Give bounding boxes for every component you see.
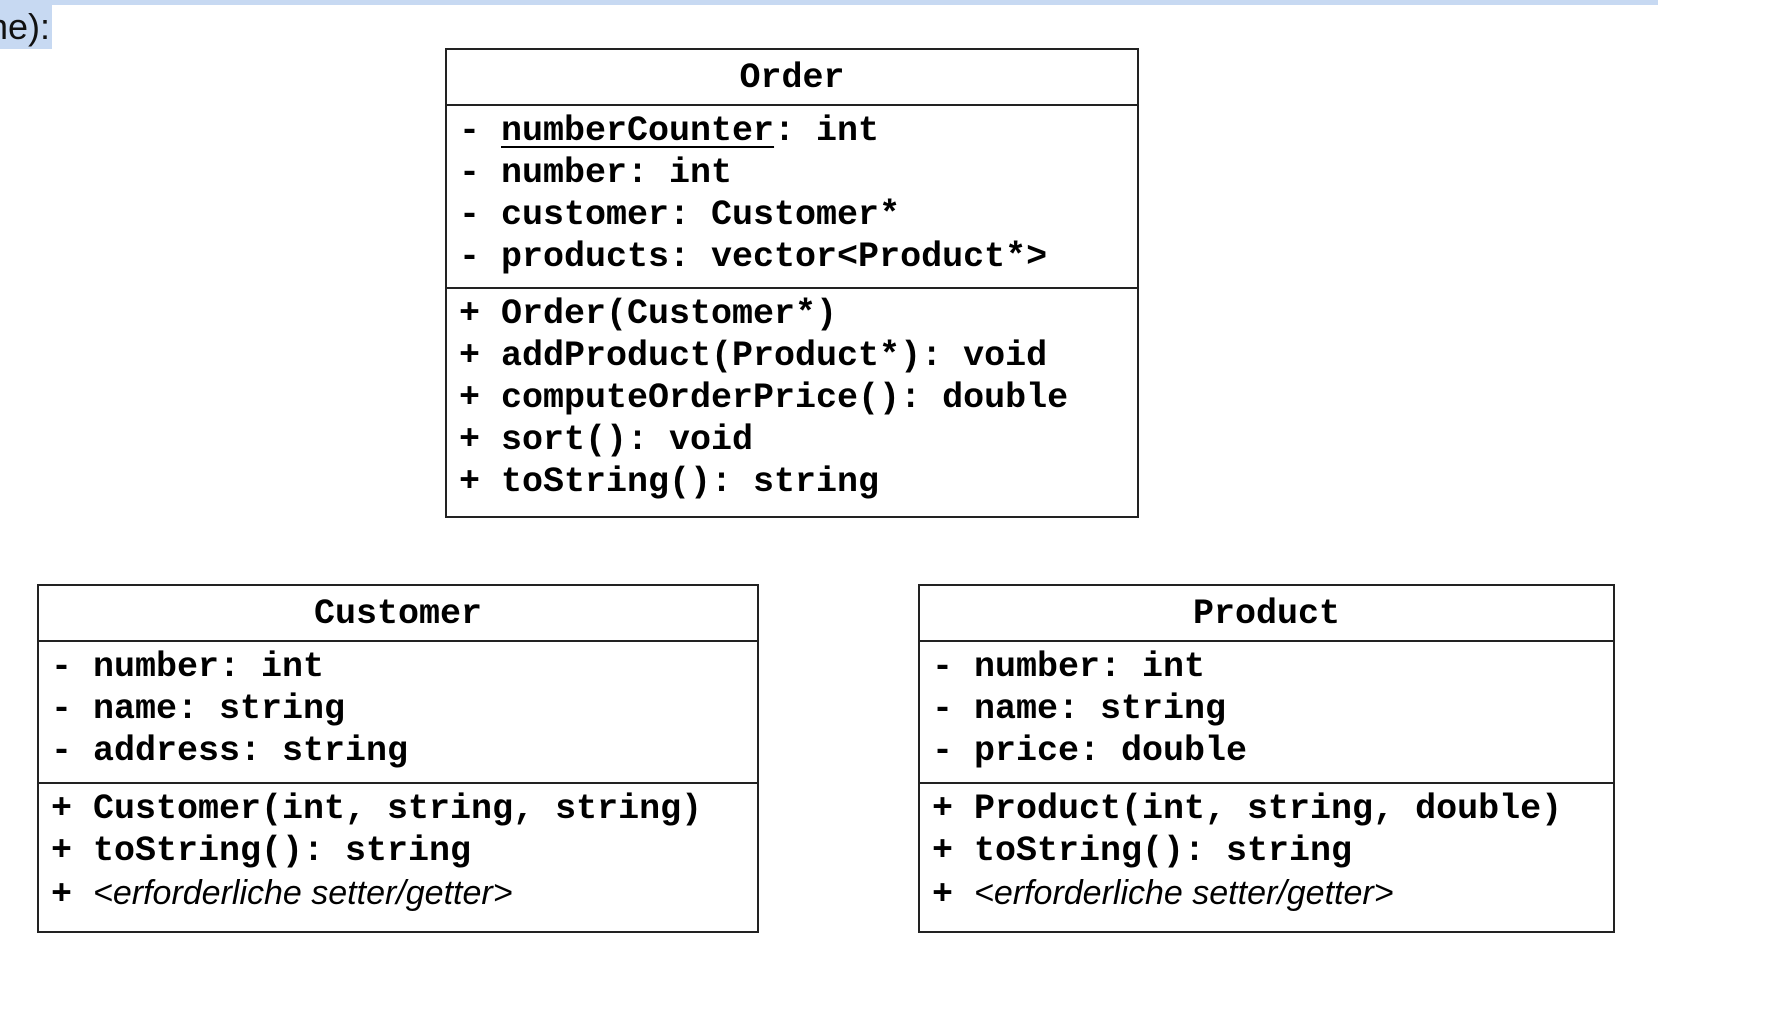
method-signature: toString(): string — [93, 831, 472, 871]
class-name-customer: Customer — [39, 586, 757, 642]
method-signature: computeOrderPrice(): double — [501, 378, 1069, 418]
attribute-type: : string — [240, 731, 409, 771]
highlighted-text-fragment: ne): — [0, 5, 53, 49]
product-attribute: -name: string — [932, 688, 1613, 730]
uml-class-customer: Customer -number: int -name: string -add… — [37, 584, 759, 933]
visibility-marker: - — [459, 195, 481, 235]
customer-method: + toString(): string — [51, 830, 757, 872]
method-signature: addProduct(Product*): void — [501, 336, 1048, 376]
visibility-marker: - — [932, 689, 954, 729]
product-method: + <erforderliche setter/getter> — [932, 872, 1613, 915]
order-method: + computeOrderPrice(): double — [459, 377, 1137, 419]
product-attribute: -price: double — [932, 730, 1613, 772]
attribute-type: : int — [627, 153, 733, 193]
attribute-name: name — [93, 689, 178, 729]
selection-highlight-bar — [0, 0, 1658, 5]
attribute-type: : int — [1100, 647, 1206, 687]
customer-attribute: -address: string — [51, 730, 757, 772]
customer-attribute: -name: string — [51, 688, 757, 730]
order-attribute: -products: vector<Product*> — [459, 236, 1137, 278]
attribute-type: : Customer* — [669, 195, 901, 235]
order-method: + sort(): void — [459, 419, 1137, 461]
visibility-marker: + — [51, 875, 73, 915]
attribute-name: price — [974, 731, 1080, 771]
visibility-marker: + — [459, 294, 481, 334]
customer-method: + <erforderliche setter/getter> — [51, 872, 757, 915]
customer-methods: + Customer(int, string, string) + toString… — [39, 784, 757, 915]
order-methods: + Order(Customer*) + addProduct(Product*):… — [447, 289, 1137, 503]
attribute-type: : double — [1079, 731, 1248, 771]
visibility-marker: + — [932, 831, 954, 871]
visibility-marker: - — [459, 153, 481, 193]
class-name-product: Product — [920, 586, 1613, 642]
visibility-marker: - — [51, 689, 73, 729]
order-method: + Order(Customer*) — [459, 293, 1137, 335]
visibility-marker: - — [459, 111, 481, 151]
attribute-name: address — [93, 731, 241, 771]
method-signature: Customer(int, string, string) — [93, 789, 703, 829]
order-attributes: -numberCounter: int -number: int -custom… — [447, 106, 1137, 289]
attribute-type: : string — [177, 689, 346, 729]
attribute-name: number — [974, 647, 1101, 687]
method-signature: toString(): string — [974, 831, 1353, 871]
uml-class-product: Product -number: int -name: string -pric… — [918, 584, 1615, 933]
visibility-marker: + — [459, 462, 481, 502]
method-placeholder-note: <erforderliche setter/getter> — [974, 874, 1394, 912]
order-attribute: -customer: Customer* — [459, 194, 1137, 236]
attribute-type: : string — [1058, 689, 1227, 729]
visibility-marker: + — [932, 789, 954, 829]
class-name-order: Order — [447, 50, 1137, 106]
customer-attributes: -number: int -name: string -address: str… — [39, 642, 757, 784]
method-placeholder-note: <erforderliche setter/getter> — [93, 874, 513, 912]
customer-method: + Customer(int, string, string) — [51, 788, 757, 830]
attribute-name: number — [93, 647, 220, 687]
visibility-marker: - — [51, 731, 73, 771]
attribute-name: number — [501, 153, 628, 193]
order-method: + toString(): string — [459, 461, 1137, 503]
method-signature: sort(): void — [501, 420, 754, 460]
product-attribute: -number: int — [932, 646, 1613, 688]
method-signature: toString(): string — [501, 462, 880, 502]
attribute-name: name — [974, 689, 1059, 729]
customer-attribute: -number: int — [51, 646, 757, 688]
product-attributes: -number: int -name: string -price: doubl… — [920, 642, 1613, 784]
uml-class-order: Order -numberCounter: int -number: int -… — [445, 48, 1139, 518]
attribute-type: : vector<Product*> — [669, 237, 1048, 277]
attribute-name: customer — [501, 195, 670, 235]
attribute-type: : int — [774, 111, 880, 151]
visibility-marker: + — [459, 378, 481, 418]
static-attribute-name: numberCounter — [501, 111, 775, 151]
order-method: + addProduct(Product*): void — [459, 335, 1137, 377]
method-signature: Product(int, string, double) — [974, 789, 1563, 829]
visibility-marker: + — [932, 875, 954, 915]
visibility-marker: + — [51, 789, 73, 829]
visibility-marker: + — [459, 336, 481, 376]
visibility-marker: - — [51, 647, 73, 687]
order-attribute: -number: int — [459, 152, 1137, 194]
attribute-type: : int — [219, 647, 325, 687]
visibility-marker: + — [459, 420, 481, 460]
product-method: + toString(): string — [932, 830, 1613, 872]
method-signature: Order(Customer*) — [501, 294, 838, 334]
attribute-name: products — [501, 237, 670, 277]
visibility-marker: - — [932, 647, 954, 687]
visibility-marker: - — [459, 237, 481, 277]
order-attribute: -numberCounter: int — [459, 110, 1137, 152]
product-methods: + Product(int, string, double) + toString(… — [920, 784, 1613, 915]
visibility-marker: - — [932, 731, 954, 771]
visibility-marker: + — [51, 831, 73, 871]
product-method: + Product(int, string, double) — [932, 788, 1613, 830]
